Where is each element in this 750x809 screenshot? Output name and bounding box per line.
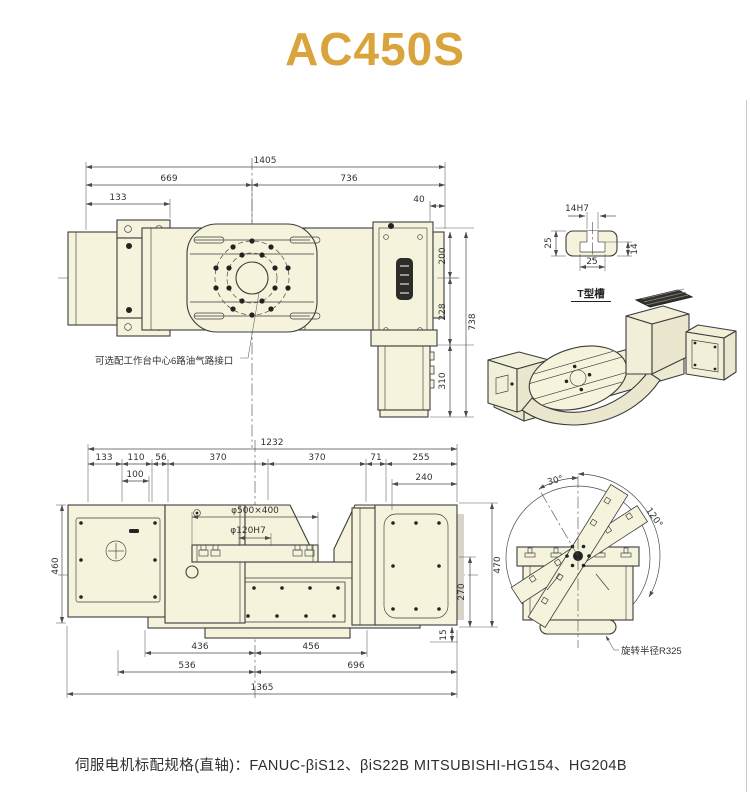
dim-15: 15 [439,629,449,640]
dim-25-depth: 25 [544,237,554,248]
dim-100: 100 [126,470,143,480]
top-view-drawing: 1405 669 736 133 40 200 228 738 310 可选配工… [58,156,478,448]
tailstock-top [67,231,126,326]
iso-swing-arm [521,371,661,426]
dim-1232: 1232 [261,438,284,448]
dim-1365: 1365 [251,683,274,693]
center-mark [105,540,127,562]
iso-table-platter [528,345,628,411]
dim-228: 228 [438,303,448,320]
dim-370b: 370 [308,453,325,463]
angle-120: 120° [643,506,664,530]
t-slot-detail-drawing: 14H7 25 25 14 T型槽 [544,204,640,302]
page-edge-line [746,100,747,792]
page-title: AC450S [285,23,465,75]
isometric-view [487,288,737,426]
motor-flange-top [370,329,438,347]
rotation-radius-note: 旋转半径R325 [621,645,682,657]
motor-body-top [377,345,431,411]
t-slot-label: T型槽 [577,287,605,300]
dim-25-width: 25 [586,257,597,267]
headstock-front [374,504,458,626]
dim-456: 456 [302,642,319,652]
dim-bore: φ120H7 [230,526,266,536]
dim-460: 460 [51,557,61,574]
center-bore [235,261,269,295]
dim-133-top: 133 [109,193,126,203]
oil-air-port-annotation: 可选配工作台中心6路油气路接口 [95,355,233,367]
t-nut-clamps [198,544,315,557]
base-foot [204,627,351,639]
front-view-drawing: 1232 133 110 56 370 370 71 255 100 240 φ… [51,438,503,700]
dim-270: 270 [457,583,467,600]
dim-40: 40 [413,195,425,205]
dim-14-height: 14 [630,243,640,255]
dim-200: 200 [438,247,448,264]
dim-14h7: 14H7 [565,204,589,214]
dim-736: 736 [340,174,357,184]
dim-436: 436 [191,642,208,652]
bolt-circle-dots [213,238,291,318]
dim-table-size: φ500×400 [231,506,279,516]
dim-1405: 1405 [254,156,277,166]
dim-669: 669 [160,174,177,184]
dim-110: 110 [127,453,144,463]
dim-240: 240 [415,473,432,483]
table-platter [191,544,319,563]
support-column [164,504,246,624]
angle-30: 30° [546,474,564,488]
servo-motor-spec: 伺服电机标配规格(直轴)：FANUC-βiS12、βiS22B MITSUBIS… [75,758,627,774]
dim-470: 470 [493,556,503,573]
dim-370a: 370 [209,453,226,463]
dim-310: 310 [438,372,448,389]
dim-255: 255 [412,453,429,463]
dim-71: 71 [370,453,381,463]
rotary-table-top [186,223,318,333]
dim-738: 738 [468,313,478,330]
dim-133: 133 [95,453,112,463]
dim-536: 536 [178,661,195,671]
rotation-diagram: 30° 120° 旋转半径R325 [505,471,682,657]
brand-logo-badge [396,258,413,300]
dim-56: 56 [155,453,167,463]
dim-696: 696 [347,661,364,671]
